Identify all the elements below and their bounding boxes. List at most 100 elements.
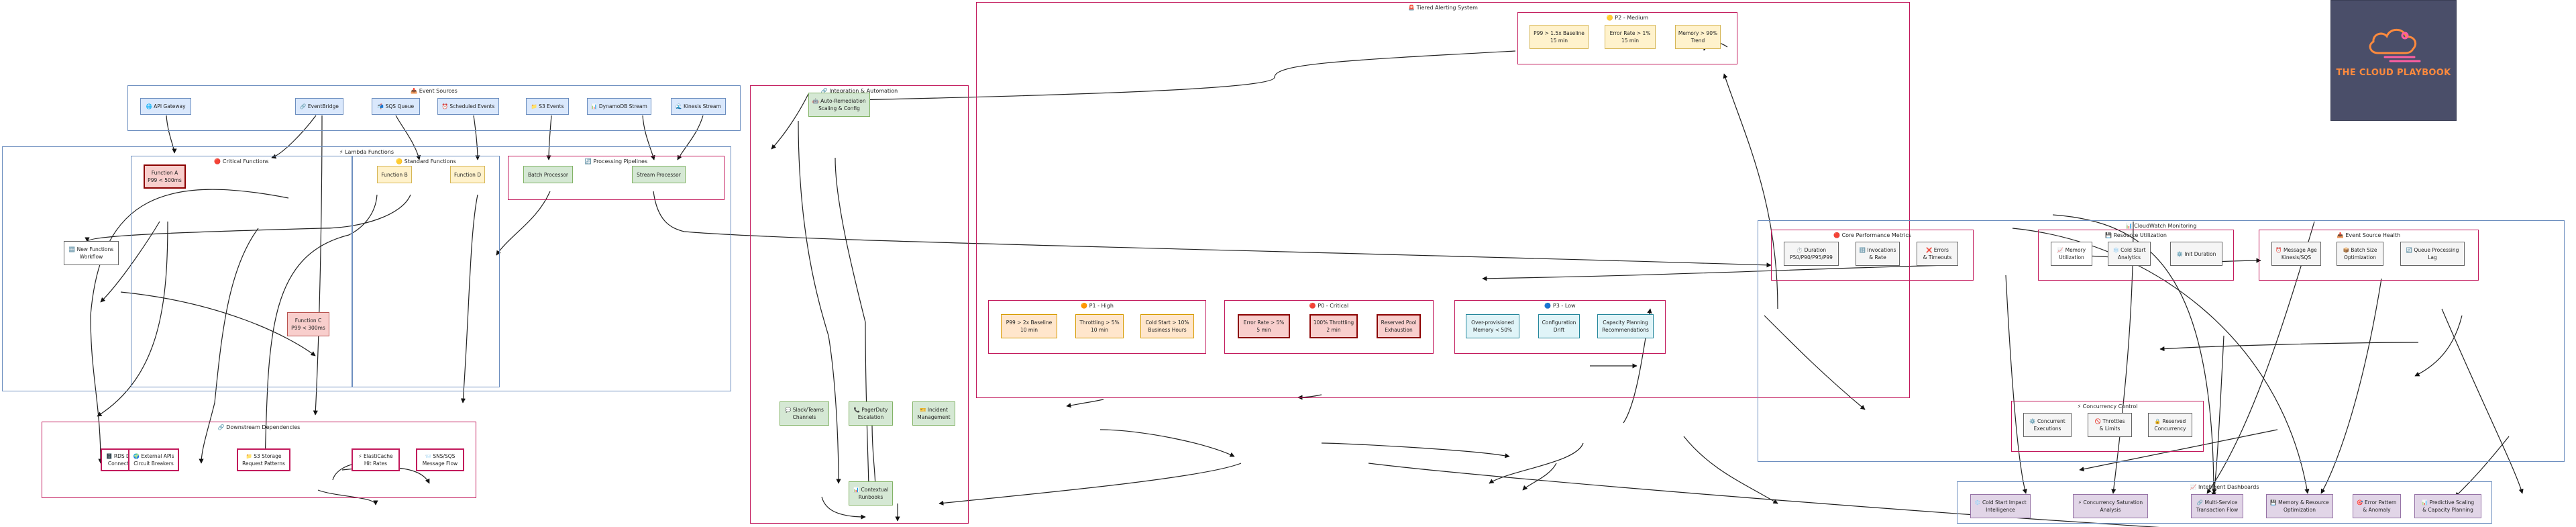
node-line: Error Rate > 1% <box>1609 30 1651 36</box>
cluster-title: 🔵 P3 - Low <box>1544 303 1576 309</box>
node-line: Scaling & Config <box>818 105 860 111</box>
node-line: 🔗 Multi-Service <box>2196 499 2238 506</box>
node-line: 🔄 Queue Processing <box>2406 247 2459 253</box>
node-line: Memory < 50% <box>1472 327 1513 333</box>
cluster-dashboards: 📈 Intelligent Dashboards <box>1957 481 2492 524</box>
cluster-title: 📥 Event Sources <box>411 88 458 94</box>
node-p2-latency[interactable]: P99 > 1.5x Baseline 15 min <box>1529 25 1589 49</box>
node-line: Concurrency <box>2154 426 2186 432</box>
node-line: 📁 S3 Events <box>531 103 564 109</box>
node-line: P99 > 1.5x Baseline <box>1534 30 1585 36</box>
node-line: Reserved Pool <box>1381 320 1417 326</box>
node-line: 15 min <box>1550 38 1568 44</box>
node-s3-events[interactable]: 📁 S3 Events <box>526 98 569 115</box>
node-stream-processor[interactable]: Stream Processor <box>632 166 686 183</box>
node-eventbridge[interactable]: 🔗 EventBridge <box>295 98 343 115</box>
node-errors[interactable]: ❌ Errors& Timeouts <box>1917 242 1958 266</box>
edge <box>120 291 316 356</box>
node-line: Analysis <box>2100 507 2121 513</box>
node-line: ⚡ Concurrency Saturation <box>2078 499 2143 506</box>
node-line: Utilization <box>2059 254 2084 260</box>
node-dynamodb-stream[interactable]: 📊 DynamoDB Stream <box>587 98 651 115</box>
node-p2-error-rate[interactable]: Error Rate > 1%15 min <box>1605 25 1656 49</box>
edge <box>1489 442 1584 484</box>
node-line: 5 min <box>1256 327 1271 333</box>
node-line: 📦 Batch Size <box>2343 247 2377 253</box>
edge <box>821 50 1516 103</box>
node-line: Function D <box>453 171 482 178</box>
cluster-p3: 🔵 P3 - Low <box>1454 300 1666 354</box>
edge <box>2111 221 2134 494</box>
edge <box>90 189 289 464</box>
node-line: ⚙️ Concurrent <box>2029 418 2065 424</box>
node-line: Runbooks <box>858 494 883 500</box>
edge <box>1522 463 1557 491</box>
node-scheduled-events[interactable]: ⏰ Scheduled Events <box>437 98 499 115</box>
node-invocations[interactable]: 🔢 Invocations& Rate <box>1856 242 1900 266</box>
node-kinesis-stream[interactable]: 🌊 Kinesis Stream <box>671 98 726 115</box>
node-line: P99 < 300ms <box>291 325 325 331</box>
edge <box>100 221 160 303</box>
node-line: & Rate <box>1869 254 1886 260</box>
node-line: Cold Start > 10% <box>1145 320 1189 326</box>
cluster-title: 🟠 P1 - High <box>1081 303 1114 309</box>
cluster-downstream: 🔗 Downstream Dependencies <box>42 422 476 498</box>
edge <box>97 221 168 417</box>
node-api-gateway[interactable]: 🌐 API Gateway <box>140 98 191 115</box>
node-batch-processor[interactable]: Batch Processor <box>523 166 573 183</box>
node-p1-throttling[interactable]: Throttling > 5%10 min <box>1075 314 1124 338</box>
node-line: P50/P90/P95/P99 <box>1790 254 1833 260</box>
node-error-pattern[interactable]: 🎯 Error Pattern& Anomaly <box>2353 494 2401 518</box>
node-init-duration[interactable]: ⚙️ Init Duration <box>2170 242 2222 266</box>
node-throttles[interactable]: 🚫 Throttles& Limits <box>2088 413 2132 437</box>
node-line: Trend <box>1690 38 1705 44</box>
node-line: Circuit Breakers <box>133 461 174 467</box>
edge <box>2079 429 2278 472</box>
node-line: 📁 S3 Storage <box>246 453 282 459</box>
edge <box>1066 399 1104 408</box>
node-function-b[interactable]: Function B <box>377 166 412 183</box>
edge <box>2159 342 2419 352</box>
node-line: 🌐 API Gateway <box>146 103 186 109</box>
node-line: 📨 SNS/SQS <box>425 453 455 459</box>
node-predictive-scaling[interactable]: 📊 Predictive Scaling& Capacity Planning <box>2414 494 2481 518</box>
node-line: Kinesis/SQS <box>2281 254 2312 260</box>
node-line: Management <box>917 414 951 420</box>
node-p1-cold-start[interactable]: Cold Start > 10%Business Hours <box>1140 314 1194 338</box>
node-sqs-queue[interactable]: 📬 SQS Queue <box>372 98 420 115</box>
node-p0-error-rate[interactable]: Error Rate > 5%5 min <box>1238 314 1290 338</box>
node-p2-memory[interactable]: Memory > 90%Trend <box>1675 25 1721 49</box>
node-function-d[interactable]: Function D <box>450 166 485 183</box>
node-line: 2 min <box>1326 327 1341 333</box>
